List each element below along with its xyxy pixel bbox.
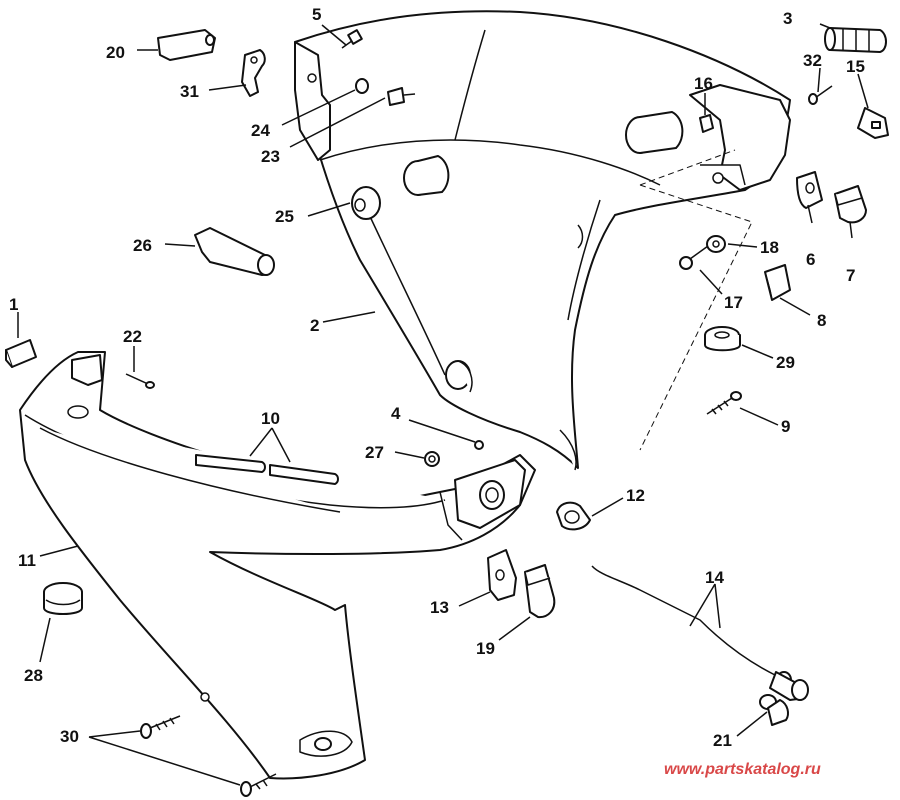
part-16-nut [699, 114, 714, 133]
part-32-screw [808, 85, 833, 105]
part-27-nut [424, 451, 440, 467]
label-16: 16 [694, 74, 713, 93]
label-25: 25 [275, 207, 294, 226]
callout-labels: 1 2 3 4 5 6 7 8 9 10 11 12 13 14 15 16 1… [9, 5, 865, 750]
label-1: 1 [9, 295, 18, 314]
part-22-screw [125, 373, 155, 389]
label-28: 28 [24, 666, 43, 685]
label-15: 15 [846, 57, 865, 76]
leader-lines [17, 23, 869, 786]
label-24: 24 [251, 121, 270, 140]
part-29-grommet [704, 326, 741, 352]
part-14-cable [591, 565, 809, 701]
part-17-screw [679, 245, 709, 270]
part-18-washer [706, 235, 726, 253]
part-1-clip [5, 339, 37, 368]
label-7: 7 [846, 266, 855, 285]
label-2: 2 [310, 316, 319, 335]
label-10: 10 [261, 409, 280, 428]
label-8: 8 [817, 311, 826, 330]
label-5: 5 [312, 5, 321, 24]
label-14: 14 [705, 568, 724, 587]
part-6-clip [796, 171, 823, 209]
label-17: 17 [724, 293, 743, 312]
part-30-screws [140, 715, 277, 797]
part-15-fitting [857, 107, 889, 139]
part-7-cap [834, 185, 867, 224]
part-24-washer [355, 78, 369, 94]
label-19: 19 [476, 639, 495, 658]
label-6: 6 [806, 250, 815, 269]
label-31: 31 [180, 82, 199, 101]
label-11: 11 [18, 551, 36, 570]
label-32: 32 [803, 51, 822, 70]
part-4-nut [474, 440, 484, 450]
label-13: 13 [430, 598, 449, 617]
label-12: 12 [626, 486, 645, 505]
part-19-cap [524, 564, 556, 619]
label-26: 26 [133, 236, 152, 255]
part-31-clip [241, 49, 266, 97]
label-30: 30 [60, 727, 79, 746]
part-21-plunger [759, 694, 789, 726]
part-20-latch [157, 29, 216, 61]
part-28-grommet [43, 582, 83, 615]
part-23-bolt [387, 87, 416, 106]
label-21: 21 [713, 731, 732, 750]
part-8-block [764, 264, 791, 301]
part-10-pins [195, 454, 339, 485]
part-25-grommet [351, 186, 381, 220]
watermark: www.partskatalog.ru [664, 761, 821, 778]
label-27: 27 [365, 443, 384, 462]
label-9: 9 [781, 417, 790, 436]
label-20: 20 [106, 43, 125, 62]
label-4: 4 [391, 404, 401, 423]
part-3-sleeve [824, 27, 887, 53]
label-18: 18 [760, 238, 779, 257]
part-9-screw [706, 391, 742, 415]
label-22: 22 [123, 327, 142, 346]
part-13-clip [487, 549, 517, 601]
part-26-tube [194, 227, 275, 276]
upper-cowl [294, 10, 791, 471]
label-29: 29 [776, 353, 795, 372]
part-5-screw [341, 29, 363, 49]
label-3: 3 [783, 9, 792, 28]
label-23: 23 [261, 147, 280, 166]
part-12-grommet [556, 501, 591, 531]
